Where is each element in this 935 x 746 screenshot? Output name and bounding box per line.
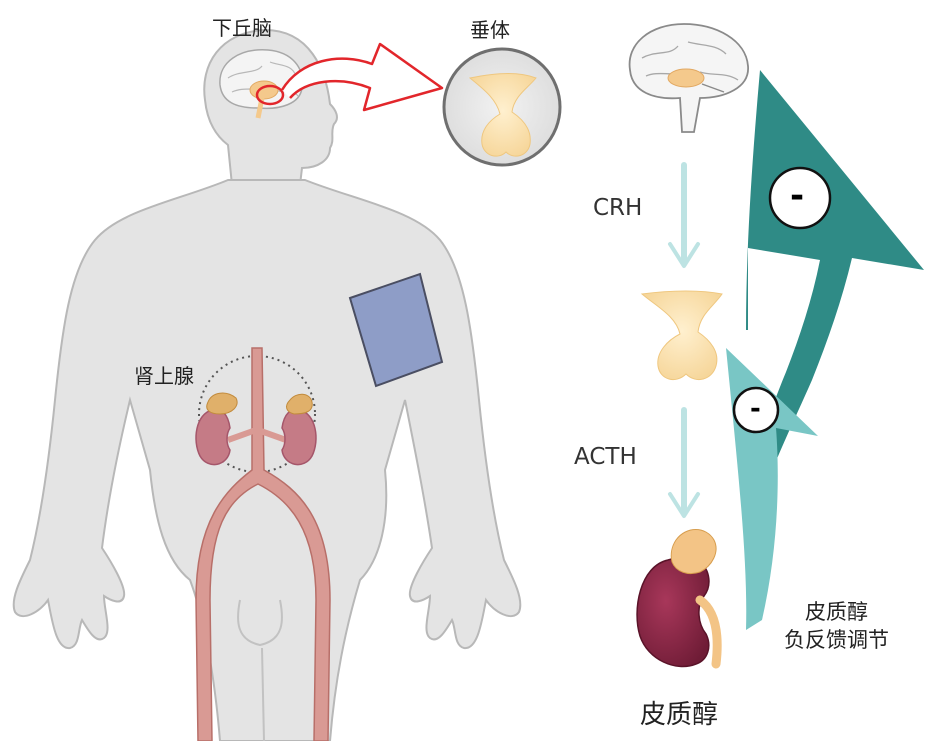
kidney-adrenal-icon xyxy=(636,529,722,669)
human-body-silhouette xyxy=(12,28,522,742)
minus-badge-small xyxy=(732,386,780,434)
crh-flow-arrow xyxy=(668,162,700,268)
label-hypothalamus: 下丘脑 xyxy=(212,16,272,40)
adrenal-region xyxy=(195,347,331,742)
label-adrenal-gland: 肾上腺 xyxy=(134,364,194,388)
aorta xyxy=(195,347,331,742)
minus-badge-large xyxy=(768,166,832,230)
leg-divider xyxy=(261,647,265,742)
hypothalamus-to-pituitary-arrow xyxy=(280,42,444,112)
label-pituitary: 垂体 xyxy=(470,18,510,42)
minus-sign-large: - xyxy=(790,176,805,216)
label-crh: CRH xyxy=(593,195,643,221)
pituitary-zoom-circle xyxy=(442,47,562,167)
right-kidney xyxy=(281,408,317,466)
label-acth: ACTH xyxy=(574,444,637,470)
minus-sign-small: - xyxy=(750,394,761,424)
brain-icon-right xyxy=(628,23,749,133)
label-feedback-note: 皮质醇 负反馈调节 xyxy=(784,598,889,654)
brain-in-head xyxy=(219,49,304,119)
blood-pressure-cuff xyxy=(348,272,444,388)
acth-flow-arrow xyxy=(668,407,700,518)
torso-shape xyxy=(12,179,522,742)
pituitary-icon-right xyxy=(640,290,723,381)
feedback-note-line1: 皮质醇 xyxy=(805,600,868,624)
feedback-note-line2: 负反馈调节 xyxy=(784,628,889,652)
hypothalamus-highlight xyxy=(255,84,285,106)
label-cortisol: 皮质醇 xyxy=(640,700,719,730)
groin-outline xyxy=(237,599,283,647)
left-kidney xyxy=(195,408,231,466)
